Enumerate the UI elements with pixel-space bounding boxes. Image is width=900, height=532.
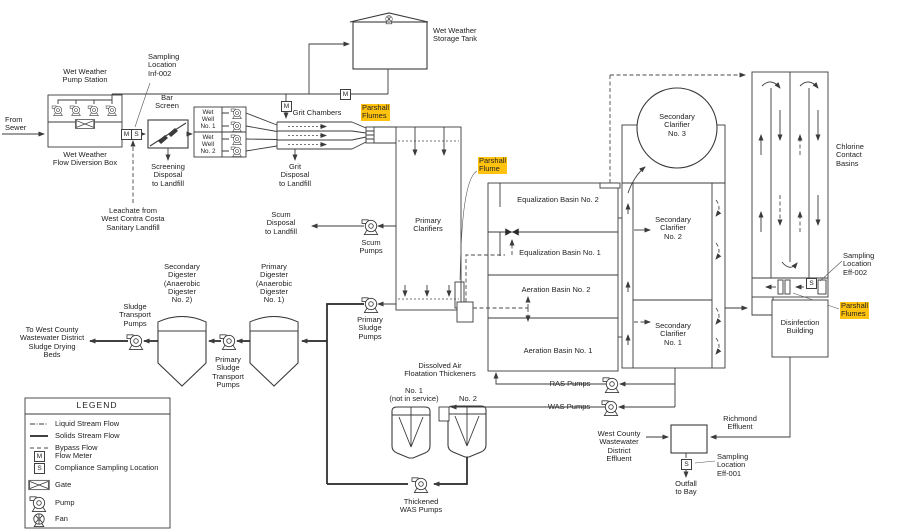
flow-meter-icon: M (340, 89, 351, 100)
label-aeration-basin-1: Aeration Basin No. 1 (523, 346, 593, 355)
legend-item-pump: Pump (55, 498, 75, 507)
influent-and-pump-station (2, 41, 389, 203)
grit-chambers (276, 121, 396, 161)
wet-wells (193, 106, 278, 158)
label-disinfection-building: Disinfection Building (780, 318, 820, 336)
ras-was-pumps (493, 368, 676, 416)
label-aeration-basin-2: Aeration Basin No. 2 (521, 285, 591, 294)
legend-item-flow-meter: Flow Meter (55, 451, 93, 460)
flow-meter-icon: M (281, 101, 292, 112)
label-parshall-flumes-grit: Parshall Flumes (361, 103, 391, 121)
legend-item-bypass: Bypass Flow (55, 443, 98, 452)
primary-sludge-transport-pump-icon (219, 334, 237, 350)
ras-pump-icon (602, 377, 620, 393)
label-pump-station: Wet Weather Pump Station (62, 67, 108, 85)
sampling-location-icon: S (131, 129, 142, 140)
wet-weather-storage-tank (349, 12, 429, 70)
label-ras-pumps: RAS Pumps (549, 379, 591, 388)
chlorine-contact-basins (751, 71, 843, 316)
label-parshall-flumes-ccb: Parshall Flumes (840, 301, 870, 319)
label-sampling-inf002: Sampling Location Inf-002 (148, 52, 180, 78)
sampling-location-icon: S (34, 463, 45, 474)
label-sampling-eff002: Sampling Location Eff-002 (843, 251, 875, 277)
label-richmond-effluent: Richmond Effluent (723, 414, 757, 432)
label-scum-pumps: Scum Pumps (359, 238, 383, 256)
gate-icon (75, 119, 95, 129)
label-storage-tank: Wet Weather Storage Tank (433, 26, 478, 44)
digesters (89, 315, 299, 387)
fan-icon (33, 513, 45, 528)
label-primary-clarifiers: Primary Clarifiers (413, 216, 443, 234)
label-daf-thickeners: Dissolved Air Floatation Thickeners (404, 361, 476, 379)
primary-sludge-pump-icon (361, 297, 379, 313)
label-bar-screen: Bar Screen (155, 93, 179, 111)
label-daf-no2: No. 2 (459, 394, 477, 403)
label-scum-disposal: Scum Disposal to Landfill (264, 210, 298, 236)
label-wc-effluent: West County Wastewater District Effluent (597, 429, 641, 463)
flow-meter-icon: M (34, 451, 45, 462)
label-eq-basin-2: Equalization Basin No. 2 (517, 195, 599, 204)
label-chlorine-contact: Chlorine Contact Basins (836, 142, 864, 168)
label-wet-well-2: Wet Well No. 2 (200, 134, 216, 155)
label-from-sewer: From Sewer (5, 115, 27, 133)
legend-item-liquid: Liquid Stream Flow (55, 419, 120, 428)
legend-item-solids: Solids Stream Flow (55, 431, 120, 440)
label-sec-clarifier-2: Secondary Clarifier No. 2 (655, 215, 691, 241)
sampling-location-icon: S (681, 459, 692, 470)
label-leachate: Leachate from West Contra Costa Sanitary… (101, 206, 165, 232)
disinfection-outfall (646, 299, 829, 477)
label-primary-sludge-pumps: Primary Sludge Pumps (357, 315, 383, 341)
legend-box (24, 397, 171, 529)
thickened-was-pump-icon (411, 477, 429, 493)
gate-icon (28, 479, 50, 491)
fan-icon (385, 15, 393, 25)
label-thickened-was-pumps: Thickened WAS Pumps (399, 497, 443, 515)
scum-pump-icon (361, 219, 379, 235)
parshall-flume-symbol (777, 279, 784, 295)
basin-complex (465, 72, 746, 372)
secondary-clarifiers (621, 87, 748, 369)
label-was-pumps: WAS Pumps (547, 402, 591, 411)
label-sludge-transport-pumps: Sludge Transport Pumps (119, 302, 151, 328)
primary-clarifiers (301, 126, 478, 484)
label-daf-no1: No. 1 (not in service) (389, 386, 439, 404)
label-sec-clarifier-3: Secondary Clarifier No. 3 (659, 112, 695, 138)
label-grit-chambers: Grit Chambers (292, 108, 342, 117)
label-parshall-flume-primary: Parshall Flume (478, 156, 508, 174)
was-pump-icon (601, 400, 619, 416)
label-eq-basin-1: Equalization Basin No. 1 (519, 248, 601, 257)
legend-item-gate: Gate (55, 480, 72, 489)
label-primary-digester: Primary Digester (Anaerobic Digester No.… (255, 262, 293, 305)
label-primary-sludge-transport-pumps: Primary Sludge Transport Pumps (212, 355, 244, 389)
parshall-flume-symbol (784, 279, 791, 295)
label-diversion-box: Wet Weather Flow Diversion Box (52, 150, 118, 168)
label-outfall: Outfall to Bay (675, 479, 697, 497)
label-sampling-eff001: Sampling Location Eff-001 (717, 452, 749, 478)
label-drying-beds: To West County Wastewater District Sludg… (19, 325, 85, 359)
label-wet-well-1: Wet Well No. 1 (200, 109, 216, 130)
bar-screen (147, 119, 193, 161)
label-screening-disposal: Screening Disposal to Landfill (151, 162, 185, 188)
daf-thickeners (327, 404, 605, 493)
label-sec-clarifier-1: Secondary Clarifier No. 1 (655, 321, 691, 347)
label-grit-disposal: Grit Disposal to Landfill (278, 162, 312, 188)
sludge-transport-pump-icon (126, 334, 144, 350)
legend-item-fan: Fan (55, 514, 68, 523)
legend-title: LEGEND (76, 400, 118, 410)
label-secondary-digester: Secondary Digester (Anaerobic Digester N… (163, 262, 201, 305)
sampling-location-icon: S (806, 278, 817, 289)
legend-item-sampling: Compliance Sampling Location (55, 463, 159, 472)
